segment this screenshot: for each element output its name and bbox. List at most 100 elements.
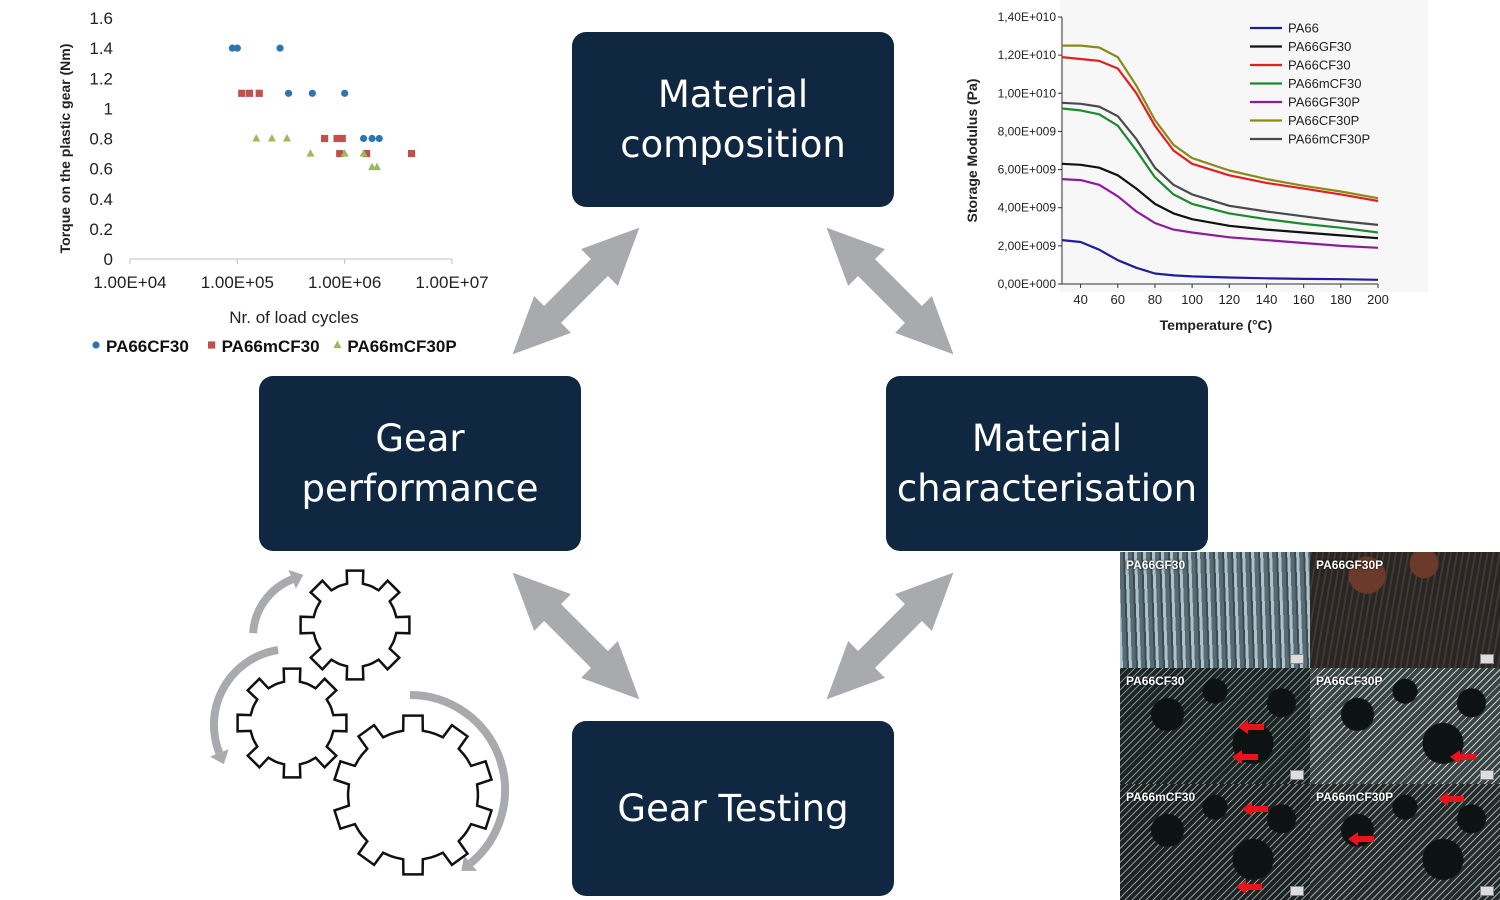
x-axis-title: Nr. of load cycles	[229, 308, 358, 327]
legend-label: PA66GF30	[1288, 39, 1351, 54]
data-point	[276, 44, 284, 52]
micrograph-panel: PA66CF30P	[1310, 668, 1500, 784]
highlight-arrow-icon	[1242, 802, 1268, 816]
gears-illustration	[209, 569, 509, 876]
legend-item: PA66mCF30P	[333, 337, 457, 356]
micrograph-panel: PA66GF30	[1120, 552, 1310, 668]
micrograph-label: PA66mCF30P	[1316, 790, 1394, 804]
data-point	[208, 341, 216, 349]
scale-bar	[1480, 654, 1494, 664]
gear-large	[332, 714, 494, 876]
data-point	[282, 134, 291, 142]
data-point	[341, 89, 349, 97]
plot-background	[1060, 0, 1428, 292]
box-material-composition: Material composition	[572, 32, 894, 207]
micrograph-label: PA66CF30P	[1316, 674, 1383, 688]
data-point	[306, 149, 315, 157]
micrograph-label: PA66GF30	[1126, 558, 1186, 572]
micrograph-label: PA66CF30	[1126, 674, 1185, 688]
data-point	[233, 44, 241, 52]
y-tick-label: 1,40E+010	[998, 10, 1057, 24]
micrograph-panel: PA66CF30	[1120, 668, 1310, 784]
series-line-PA66CF30P	[1062, 44, 1379, 200]
data-point	[333, 340, 342, 348]
y-tick-label: 1.6	[89, 9, 113, 28]
rotation-arrow-top	[249, 575, 294, 634]
series-PA66CF30	[228, 44, 383, 143]
y-tick-label: 8,00E+009	[998, 124, 1057, 138]
scale-bar	[1290, 886, 1304, 896]
micrograph-label: PA66GF30P	[1316, 558, 1384, 572]
storage-modulus-chart: 0,00E+0002,00E+0094,00E+0096,00E+0098,00…	[964, 0, 1428, 333]
highlight-arrow-icon	[1348, 832, 1374, 846]
box-line: Gear	[375, 416, 465, 460]
series-PA66mCF30	[238, 89, 416, 158]
scale-bar	[1290, 770, 1304, 780]
y-tick-label: 0.8	[89, 130, 113, 149]
x-tick-label: 160	[1293, 292, 1315, 307]
series-line-PA66GF30P	[1061, 178, 1379, 249]
data-point	[255, 89, 263, 97]
x-tick-label: 1.00E+07	[415, 273, 488, 292]
y-axis-title: Torque on the plastic gear (Nm)	[57, 44, 73, 254]
data-point	[336, 149, 344, 158]
data-point	[267, 134, 276, 142]
data-point	[284, 89, 293, 97]
x-tick-label: 1.00E+05	[201, 273, 274, 292]
legend-label: PA66CF30	[1288, 58, 1351, 73]
highlight-arrow-icon	[1236, 880, 1262, 894]
highlight-arrow-icon	[1438, 792, 1464, 806]
rotation-arrowhead	[461, 855, 477, 871]
legend-label: PA66CF30P	[1288, 113, 1359, 128]
y-tick-label: 0.2	[89, 220, 113, 239]
box-gear-performance: Gear performance	[259, 376, 581, 551]
y-tick-label: 1.4	[89, 39, 113, 58]
data-point	[368, 134, 376, 143]
y-tick-label: 1,20E+010	[998, 48, 1057, 62]
scale-bar	[1290, 654, 1304, 664]
y-tick-label: 1,00E+010	[998, 86, 1057, 100]
x-tick-label: 60	[1111, 292, 1125, 307]
box-line: Material	[657, 72, 809, 116]
legend-label: PA66GF30P	[1288, 95, 1360, 110]
box-line: Gear Testing	[617, 786, 849, 830]
scale-bar	[1480, 770, 1494, 780]
data-point	[359, 134, 368, 143]
series-PA66mCF30P	[252, 134, 381, 171]
x-tick-label: 120	[1218, 292, 1240, 307]
data-point	[359, 149, 368, 157]
x-tick-label: 180	[1330, 292, 1352, 307]
x-tick-label: 1.00E+04	[93, 273, 166, 292]
legend-item: PA66CF30	[92, 337, 189, 356]
legend-label: PA66mCF30P	[347, 337, 456, 356]
data-point	[375, 134, 383, 143]
y-tick-label: 0.6	[89, 160, 113, 179]
rotation-arrowhead	[288, 570, 304, 589]
data-point	[338, 134, 346, 143]
legend-label: PA66mCF30	[222, 337, 320, 356]
x-axis-title: Temperature (°C)	[1160, 317, 1273, 333]
y-tick-label: 6,00E+009	[998, 163, 1057, 177]
y-tick-label: 0.4	[89, 190, 113, 209]
gear-small-top	[299, 569, 411, 681]
data-point	[333, 134, 341, 143]
data-point	[320, 134, 329, 143]
data-point	[238, 89, 246, 97]
box-line: characterisation	[896, 466, 1198, 510]
x-tick-label: 200	[1367, 292, 1389, 307]
series-line-PA66GF30	[1061, 162, 1379, 240]
y-tick-label: 4,00E+009	[998, 201, 1057, 215]
micrograph-panel: PA66GF30P	[1310, 552, 1500, 668]
y-tick-label: 0	[104, 250, 113, 269]
x-tick-label: 40	[1073, 292, 1087, 307]
highlight-arrow-icon	[1232, 750, 1258, 764]
micrograph-label: PA66mCF30	[1126, 790, 1196, 804]
box-line: composition	[620, 122, 846, 166]
legend-label: PA66CF30	[106, 337, 189, 356]
series-line-PA66mCF30P	[1061, 101, 1379, 226]
x-tick-label: 100	[1181, 292, 1203, 307]
micrograph-panel: PA66mCF30P	[1310, 784, 1500, 900]
box-line: performance	[301, 466, 539, 510]
